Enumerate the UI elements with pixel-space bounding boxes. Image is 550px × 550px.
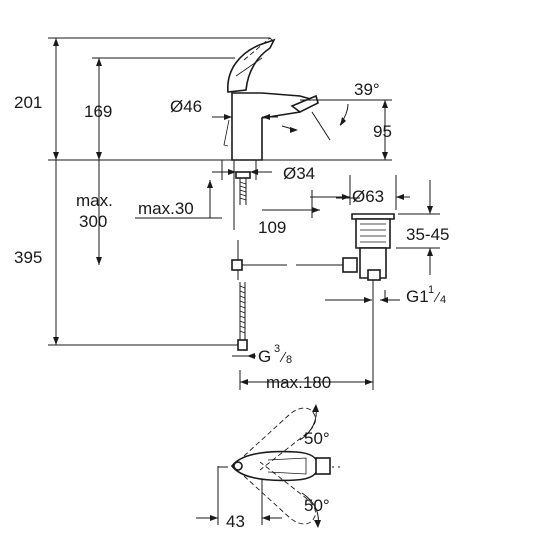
- label-rotation-top: 50°: [304, 429, 330, 448]
- label-max-30: max.30: [138, 199, 194, 218]
- dim-waste-thread: [325, 290, 400, 303]
- depth-dimension-300: [96, 160, 102, 265]
- fraction-slash: [279, 351, 287, 363]
- dim-angle-39: [281, 99, 390, 141]
- label-rotation-bottom: 50°: [304, 496, 330, 515]
- label-offset-43: 43: [226, 512, 245, 531]
- dim-max-180: [239, 370, 374, 390]
- flexible-hose: [237, 282, 248, 351]
- height-dimension-201: [48, 37, 270, 160]
- dim-lever-offset-43: [196, 466, 282, 525]
- label-reach-109: 109: [258, 218, 286, 237]
- dim-hose-thread: [232, 353, 256, 359]
- depth-dimension-395: [48, 160, 240, 346]
- label-hose-thread: G: [258, 347, 271, 366]
- dim-reach-109: [262, 190, 360, 218]
- fraction-slash: [433, 291, 441, 303]
- label-waste-thread-num: 1: [428, 284, 434, 296]
- label-diameter-63: Ø63: [352, 187, 384, 206]
- label-max-300: 300: [79, 212, 107, 231]
- label-hose-thread-num: 3: [274, 343, 280, 355]
- label-angle-39: 39°: [354, 80, 380, 99]
- dim-diameter-46: [212, 114, 278, 120]
- label-diameter-34: Ø34: [283, 164, 315, 183]
- label-height-95: 95: [373, 122, 392, 141]
- label-waste-thread-den: 4: [440, 294, 446, 306]
- pop-up-rod: [231, 240, 345, 280]
- label-depth-395: 395: [14, 248, 42, 267]
- top-view: [218, 407, 340, 525]
- shank: [233, 160, 257, 230]
- height-dimension-169: [92, 57, 235, 160]
- dim-rotation-bottom: [301, 492, 321, 528]
- label-waste-adjust: 35-45: [406, 225, 449, 244]
- dim-rotation-top: [299, 404, 319, 441]
- dim-diameter-34: [212, 169, 272, 175]
- label-max-180: max.180: [266, 373, 331, 392]
- label-max-1: max.: [76, 191, 113, 210]
- waste-assembly: [342, 213, 395, 385]
- dim-waste-adjust: [396, 180, 440, 275]
- dim-max-30: [135, 160, 223, 219]
- dim-waste-diameter-63: [310, 175, 410, 210]
- label-height-169: 169: [84, 102, 112, 121]
- label-height-201: 201: [14, 93, 42, 112]
- faucet-body: [223, 37, 319, 161]
- label-waste-thread: G1: [406, 287, 429, 306]
- label-diameter-46: Ø46: [170, 97, 202, 116]
- label-hose-thread-den: 8: [286, 354, 292, 366]
